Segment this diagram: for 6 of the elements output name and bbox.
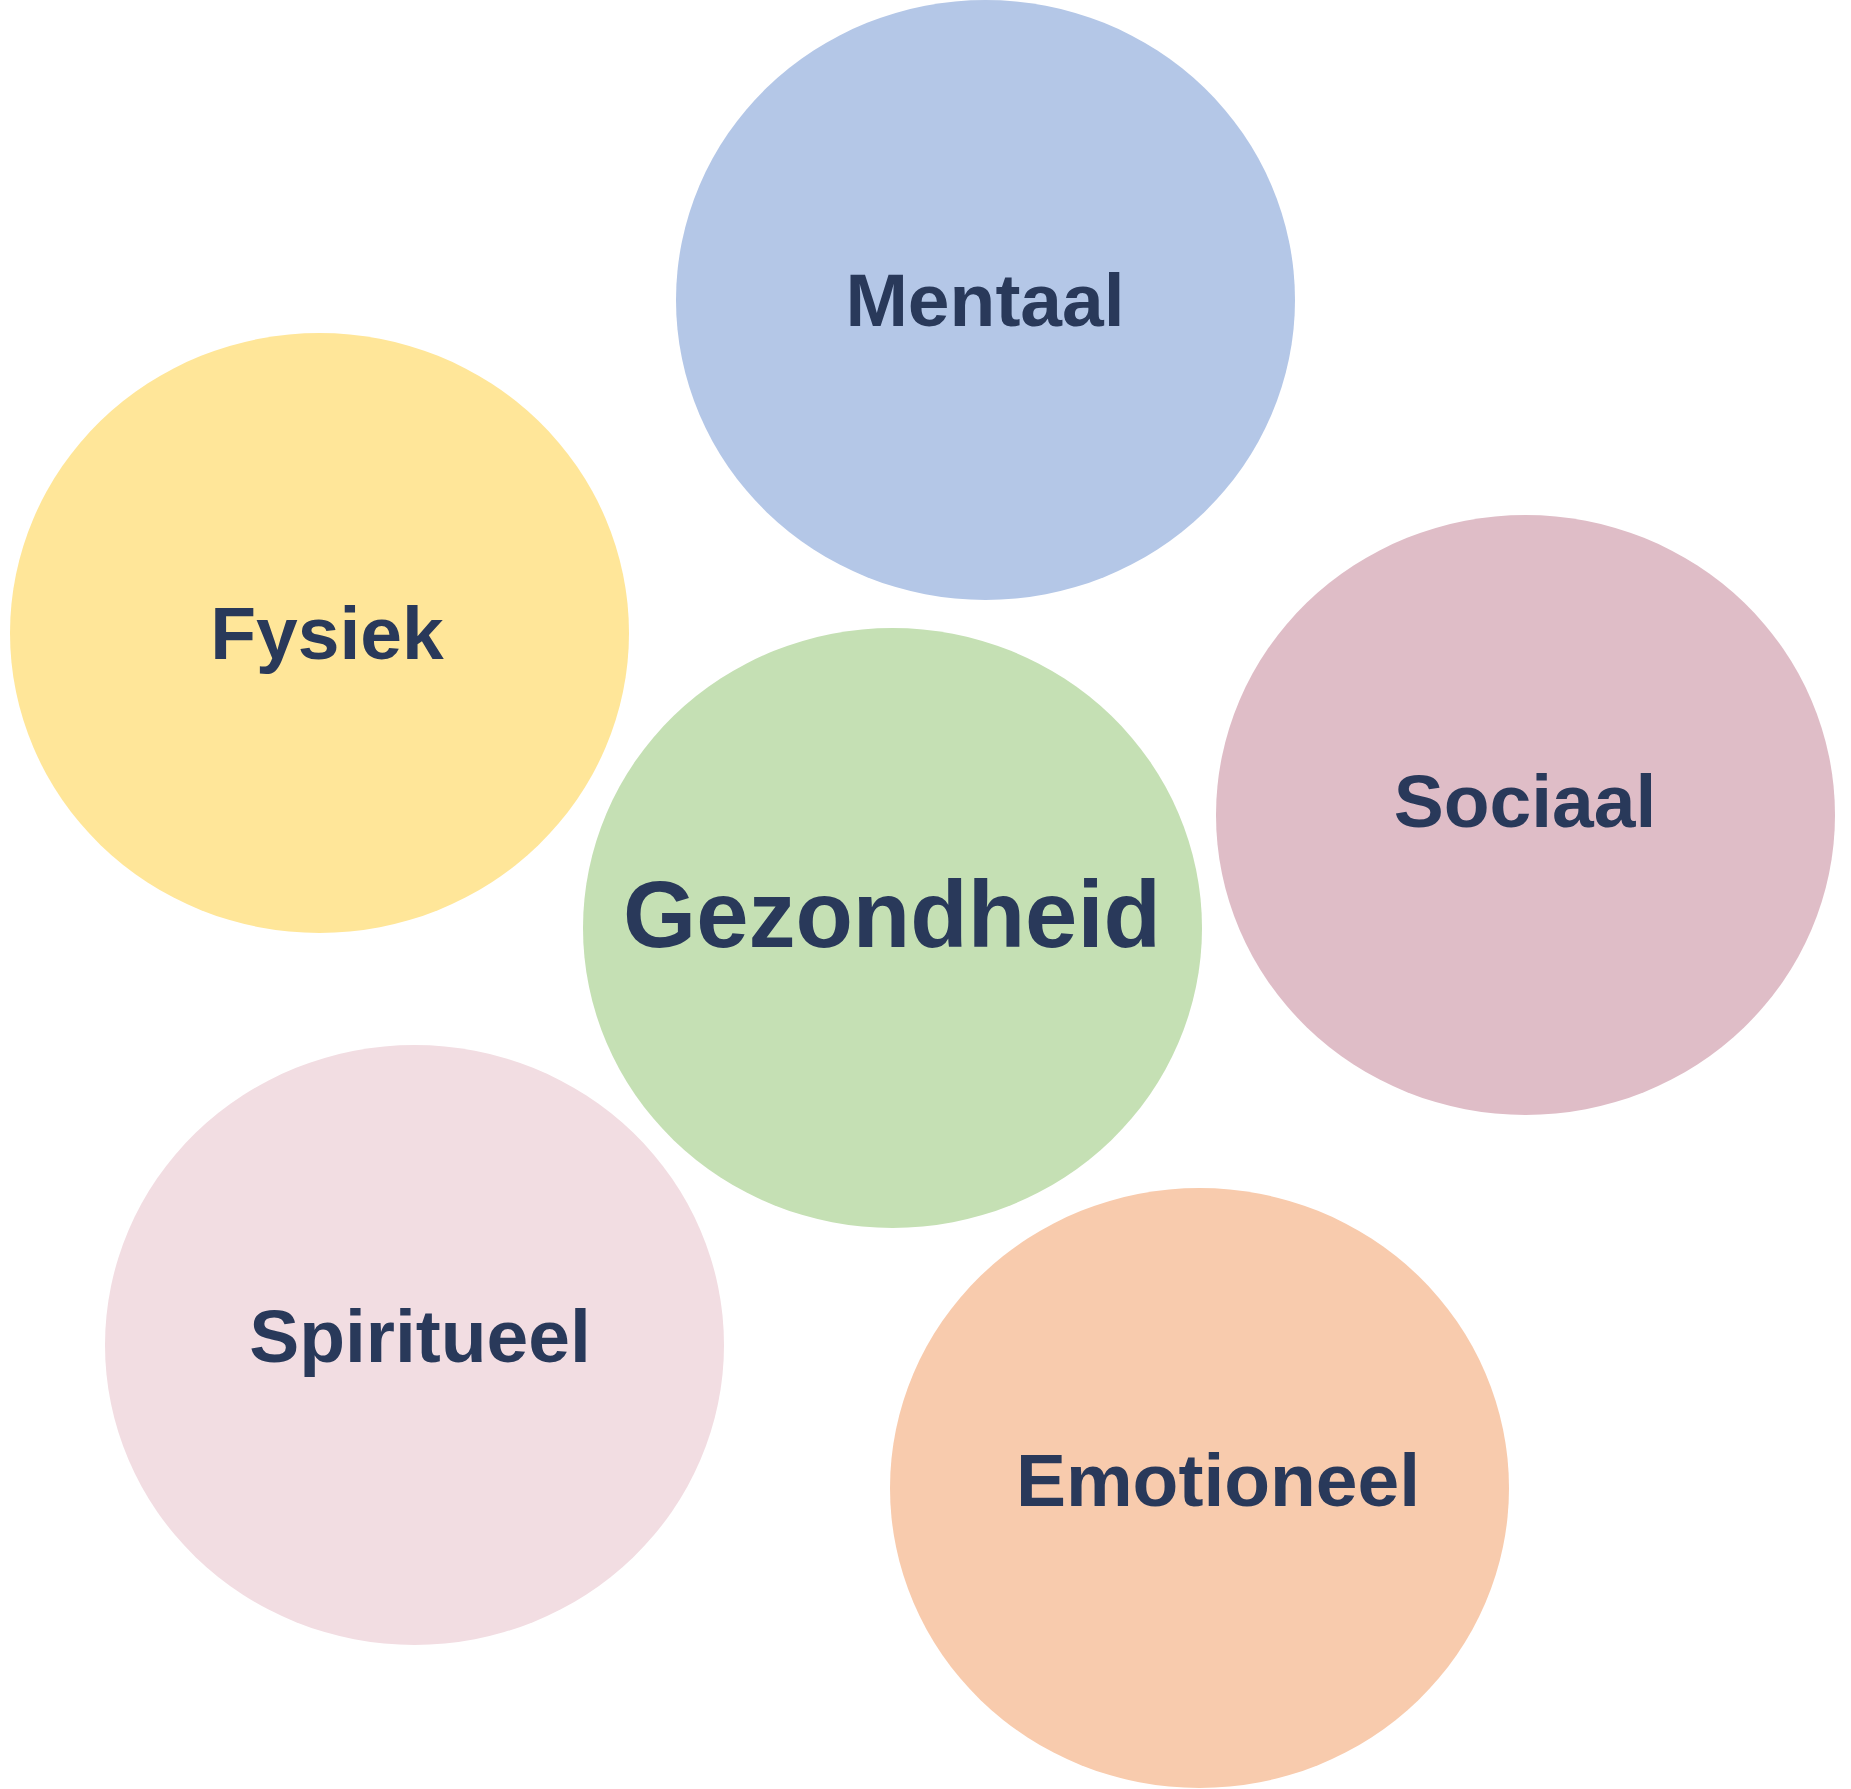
- aspect-label: Fysiek: [210, 589, 444, 677]
- aspect-label: Emotioneel: [1015, 1436, 1421, 1524]
- center-label: Gezondheid: [623, 860, 1161, 969]
- aspect-label: Spiritueel: [249, 1292, 591, 1380]
- aspect-label: Mentaal: [845, 256, 1125, 344]
- aspect-label: Sociaal: [1393, 757, 1657, 845]
